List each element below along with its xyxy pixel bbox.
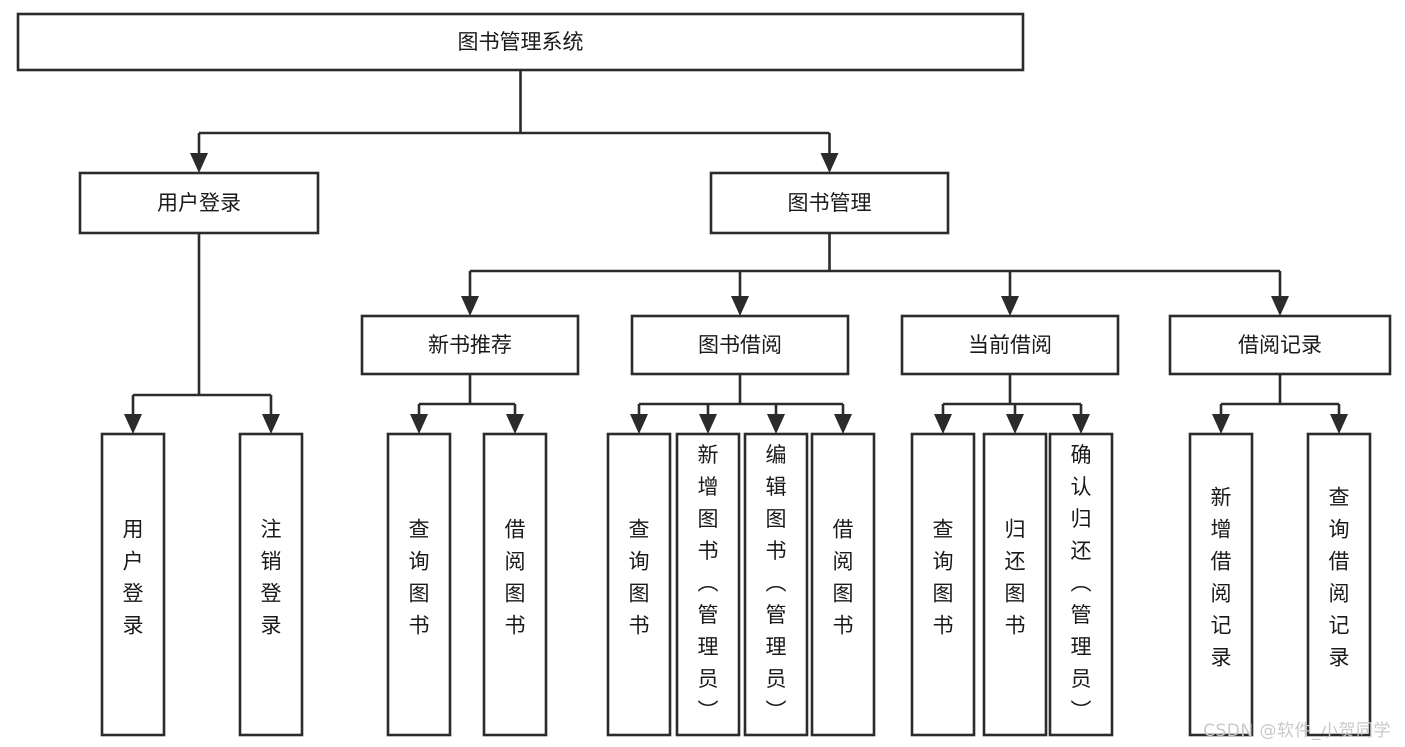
node-box [900, 314, 1120, 376]
node-box [1168, 314, 1392, 376]
node-label: 编辑图书︵管理员︶ [766, 443, 787, 723]
node-box [482, 432, 548, 737]
arrow-head-icon [699, 414, 717, 434]
node-label: 查询图书 [409, 518, 430, 638]
node-leaf-query-book-3[interactable]: 查询图书 [910, 432, 976, 737]
node-label: 图书管理 [788, 191, 872, 215]
node-leaf-query-book-1[interactable]: 查询图书 [386, 432, 452, 737]
arrow-head-icon [731, 296, 749, 316]
node-box [1306, 432, 1372, 737]
node-box [100, 432, 166, 737]
node-box [810, 432, 876, 737]
node-box [78, 171, 320, 235]
node-label: 借阅图书 [505, 518, 526, 638]
arrow-head-icon [1212, 414, 1230, 434]
node-label: 查询图书 [629, 518, 650, 638]
node-leaf-add-book[interactable]: 新增图书︵管理员︶ [675, 432, 741, 737]
node-label: 新增借阅记录 [1211, 486, 1232, 670]
arrow-head-icon [1006, 414, 1024, 434]
arrow-head-icon [630, 414, 648, 434]
node-label: 新增图书︵管理员︶ [698, 443, 719, 723]
arrow-head-icon [1271, 296, 1289, 316]
connector-layer [124, 70, 1348, 434]
node-box [360, 314, 580, 376]
node-box [709, 171, 950, 235]
arrow-head-icon [767, 414, 785, 434]
node-leaf-query-record[interactable]: 查询借阅记录 [1306, 432, 1372, 737]
arrow-head-icon [820, 153, 839, 173]
node-label: 查询图书 [933, 518, 954, 638]
node-root[interactable]: 图书管理系统 [16, 12, 1025, 72]
node-layer: 图书管理系统用户登录图书管理新书推荐图书借阅当前借阅借阅记录用户登录注销登录查询… [16, 12, 1392, 737]
connector-group-user-login [124, 233, 280, 434]
node-label: 借阅图书 [833, 518, 854, 638]
node-box [606, 432, 672, 737]
connector-group-borrow-record [1212, 374, 1348, 434]
node-box [238, 432, 304, 737]
node-current-borrow[interactable]: 当前借阅 [900, 314, 1120, 376]
node-box [386, 432, 452, 737]
node-box [910, 432, 976, 737]
node-label: 图书借阅 [698, 333, 782, 357]
arrow-head-icon [1001, 296, 1019, 316]
node-leaf-user-logout[interactable]: 注销登录 [238, 432, 304, 737]
node-label: 归还图书 [1005, 518, 1026, 638]
node-book-borrow[interactable]: 图书借阅 [630, 314, 850, 376]
node-book-manage[interactable]: 图书管理 [709, 171, 950, 235]
connector-group-new-book-rec [410, 374, 524, 434]
arrow-head-icon [461, 296, 479, 316]
node-label: 用户登录 [157, 191, 241, 215]
node-label: 借阅记录 [1238, 333, 1322, 357]
node-box [16, 12, 1025, 72]
connector-group-book-borrow [630, 374, 852, 434]
node-label: 查询借阅记录 [1329, 486, 1350, 670]
node-box [630, 314, 850, 376]
node-leaf-add-record[interactable]: 新增借阅记录 [1188, 432, 1254, 737]
node-label: 新书推荐 [428, 333, 512, 357]
arrow-head-icon [934, 414, 952, 434]
node-leaf-user-login[interactable]: 用户登录 [100, 432, 166, 737]
node-leaf-borrow-book-1[interactable]: 借阅图书 [482, 432, 548, 737]
node-borrow-record[interactable]: 借阅记录 [1168, 314, 1392, 376]
node-box [982, 432, 1048, 737]
node-user-login[interactable]: 用户登录 [78, 171, 320, 235]
node-leaf-return-book[interactable]: 归还图书 [982, 432, 1048, 737]
node-leaf-confirm-return[interactable]: 确认归还︵管理员︶ [1048, 432, 1114, 737]
arrow-head-icon [410, 414, 428, 434]
node-label: 图书管理系统 [458, 30, 584, 54]
node-label: 当前借阅 [968, 333, 1052, 357]
arrow-head-icon [1330, 414, 1348, 434]
connector-group-root [190, 70, 839, 173]
arrow-head-icon [190, 153, 208, 173]
node-leaf-borrow-book-2[interactable]: 借阅图书 [810, 432, 876, 737]
node-box [1188, 432, 1254, 737]
node-box [675, 432, 741, 737]
node-leaf-edit-book[interactable]: 编辑图书︵管理员︶ [743, 432, 809, 737]
node-label: 确认归还︵管理员︶ [1071, 443, 1092, 723]
node-box [1048, 432, 1114, 737]
arrow-head-icon [834, 414, 852, 434]
node-label: 注销登录 [261, 518, 282, 638]
node-leaf-query-book-2[interactable]: 查询图书 [606, 432, 672, 737]
connector-group-book-manage [461, 233, 1289, 316]
connector-group-current-borrow [934, 374, 1090, 434]
node-label: 用户登录 [123, 518, 144, 638]
arrow-head-icon [1072, 414, 1090, 434]
arrow-head-icon [506, 414, 524, 434]
arrow-head-icon [262, 414, 280, 434]
node-box [743, 432, 809, 737]
node-new-book-rec[interactable]: 新书推荐 [360, 314, 580, 376]
arrow-head-icon [124, 414, 142, 434]
